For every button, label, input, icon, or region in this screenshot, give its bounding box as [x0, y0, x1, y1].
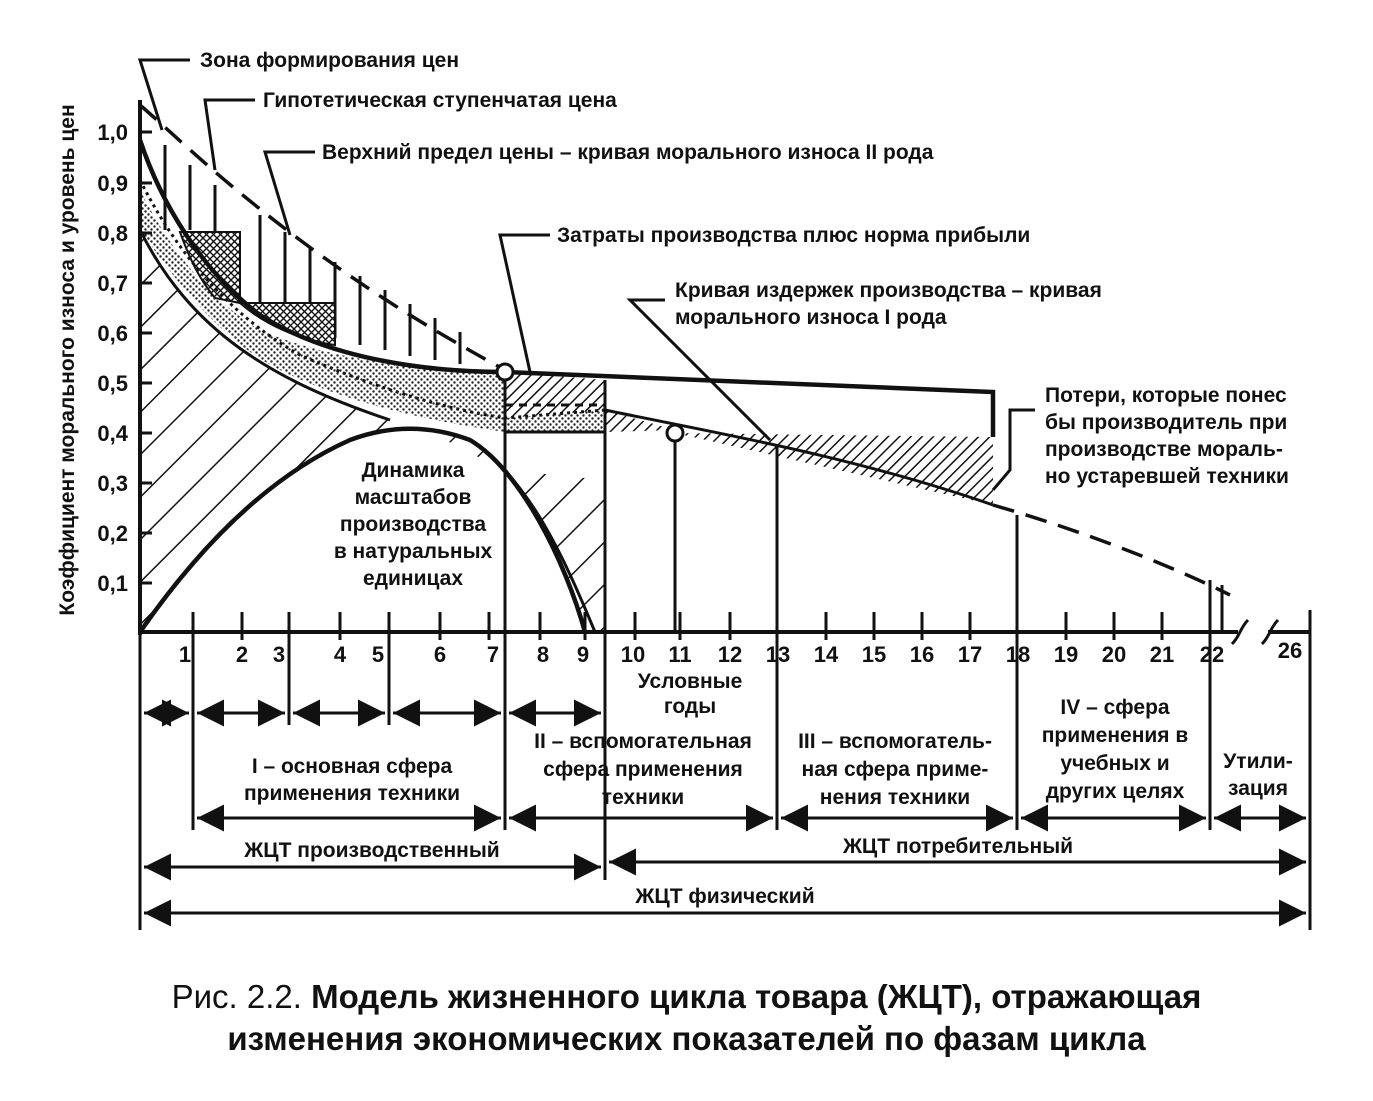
x-tick-26: 26 [1278, 638, 1302, 663]
callout-price-zone: Зона формирования цен [200, 49, 459, 72]
x-tick-5: 5 [372, 642, 384, 667]
dotted-area-aux [505, 410, 605, 432]
x-tick-7: 7 [487, 642, 499, 667]
callout-losses-line1: Потери, которые понес [1045, 384, 1287, 407]
x-tick-1: 1 [179, 642, 191, 667]
lifecycle-consumer-label: ЖЦТ потребительный [842, 835, 1073, 858]
phase-5-label-line2: зация [1228, 777, 1288, 800]
y-tick-0-7: 0,7 [97, 271, 128, 296]
callout-upper-limit: Верхний предел цены – кривая морального … [322, 141, 934, 164]
x-axis-label-line2: годы [664, 695, 716, 718]
callout-cost-plus-profit: Затраты производства плюс норма прибыли [557, 224, 1030, 247]
dynamics-label-line3: производства [340, 513, 487, 536]
production-dynamics-curve [138, 426, 588, 634]
dynamics-label-line1: Динамика [362, 459, 465, 482]
x-tick-9: 9 [577, 642, 589, 667]
y-tick-labels: 1,0 0,9 0,8 0,7 0,6 0,5 0,4 0,3 0,2 0,1 [97, 120, 128, 596]
callout-losses-line4: но устаревшей техники [1045, 465, 1289, 488]
phase-boundaries [503, 372, 1224, 632]
lifecycle-physical-label: ЖЦТ физический [634, 885, 814, 908]
caption-line2: изменения экономических показателей по ф… [227, 1020, 1146, 1057]
callout-cost-curve-line1: Кривая издержек производства – кривая [675, 279, 1102, 302]
callout-leaders [137, 58, 1035, 491]
x-tick-6: 6 [434, 642, 446, 667]
break-even-point-marker [495, 362, 515, 382]
hatched-area-boundary [138, 229, 391, 422]
x-tick-14: 14 [814, 642, 839, 667]
x-tick-12: 12 [718, 642, 742, 667]
dynamics-label-line5: единицах [363, 567, 463, 590]
lifecycle-arrows [144, 848, 1306, 927]
phase-4-label-line4: других целях [1046, 780, 1185, 803]
x-tick-labels: 1 2 3 4 5 6 7 8 9 10 11 12 13 14 15 16 1… [179, 638, 1302, 667]
x-tick-19: 19 [1054, 642, 1078, 667]
x-tick-4: 4 [334, 642, 347, 667]
y-tick-0-4: 0,4 [97, 421, 128, 446]
callout-step-price: Гипотетическая ступенчатая цена [263, 89, 617, 112]
phase-2-label-line2: сфера применения [543, 758, 743, 781]
callout-losses-line3: производстве мораль- [1045, 438, 1283, 461]
phase-1-label-line1: I – основная сфера [252, 755, 453, 778]
dynamics-label-line4: в натуральных [334, 540, 493, 563]
y-tick-0-5: 0,5 [97, 371, 128, 396]
x-tick-16: 16 [910, 642, 934, 667]
y-tick-0-2: 0,2 [97, 521, 128, 546]
x-tick-22: 22 [1200, 642, 1224, 667]
dotted-area-profit [140, 190, 505, 432]
cost-curve-dashed-extension [992, 503, 1231, 597]
steep-decline-curve [469, 438, 597, 633]
dynamics-label-line2: масштабов [355, 486, 472, 509]
phase-3-label-line1: III – вспомогатель- [798, 730, 992, 753]
losses-area [675, 433, 993, 505]
callout-cost-curve-line2: морального износа I рода [675, 306, 947, 329]
caption-line1: Модель жизненного цикла товара (ЖЦТ), от… [311, 978, 1202, 1015]
cost-curve-point-marker [665, 423, 685, 443]
x-tick-10: 10 [621, 642, 645, 667]
x-tick-3: 3 [273, 642, 285, 667]
callout-losses-line2: бы производитель при [1045, 411, 1287, 434]
y-tick-1-0: 1,0 [97, 120, 128, 145]
bracket-guides [138, 632, 1312, 930]
y-tick-0-8: 0,8 [97, 221, 128, 246]
y-tick-0-6: 0,6 [97, 321, 128, 346]
x-tick-2: 2 [236, 642, 248, 667]
x-tick-11: 11 [668, 642, 691, 667]
phase-4-label-line1: IV – сфера [1060, 696, 1169, 719]
x-tick-21: 21 [1150, 642, 1174, 667]
figure-caption-second-line: изменения экономических показателей по ф… [0, 1017, 1373, 1061]
phase-4-label-line3: учебных и [1060, 752, 1169, 775]
phase-1-label-line2: применения техники [244, 782, 460, 805]
x-tick-17: 17 [958, 642, 982, 667]
phase-5-label-line1: Утили- [1223, 750, 1293, 773]
x-axis-label-line1: Условные [638, 670, 743, 693]
phase-2-label-line3: техники [602, 786, 684, 809]
upper-price-limit-curve [138, 103, 506, 372]
cost-curve-dotted [138, 179, 606, 420]
caption-prefix: Рис. 2.2. [171, 978, 302, 1015]
y-axis-ticks [140, 130, 152, 585]
hatched-area-price-drop-2 [605, 410, 675, 432]
cost-curve-solid [604, 408, 994, 507]
x-tick-20: 20 [1102, 642, 1126, 667]
y-tick-0-3: 0,3 [97, 471, 128, 496]
x-axis [140, 610, 1312, 646]
phase-3-label-line2: ная сфера приме- [802, 758, 989, 781]
phase-3-label-line3: нения техники [820, 786, 970, 809]
y-tick-0-9: 0,9 [97, 171, 128, 196]
figure-caption: Рис. 2.2. Модель жизненного цикла товара… [0, 975, 1373, 1019]
cost-plus-profit-curve [137, 139, 996, 437]
x-tick-8: 8 [537, 642, 549, 667]
x-tick-15: 15 [862, 642, 886, 667]
x-axis-ticks [191, 612, 1164, 640]
y-axis-label: Коэффициент морального износа и уровень … [56, 104, 79, 615]
lifecycle-production-label: ЖЦТ производственный [243, 839, 499, 862]
phase-2-label-line1: II – вспомогательная [534, 730, 752, 753]
phase-4-label-line2: применения в [1042, 724, 1189, 747]
y-tick-0-1: 0,1 [97, 571, 128, 596]
